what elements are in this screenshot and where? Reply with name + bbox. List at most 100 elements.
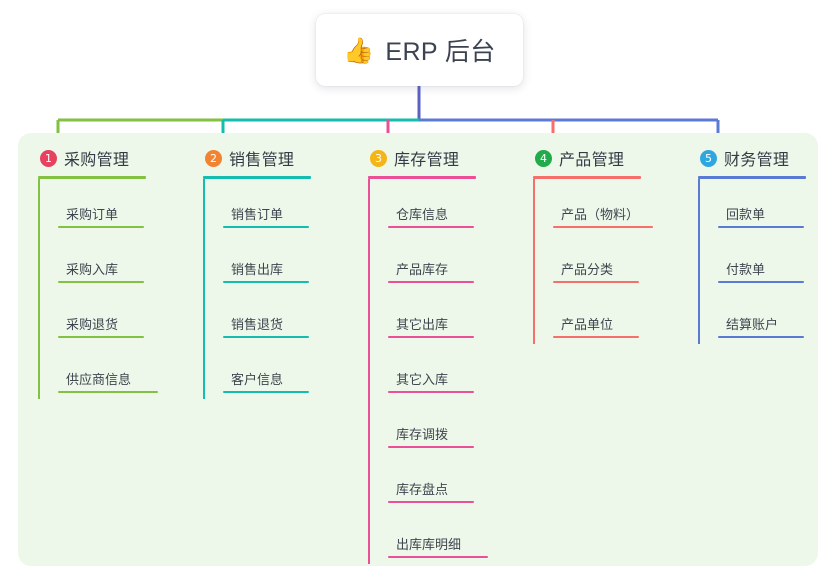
leaf-item-label: 采购退货 — [66, 317, 119, 332]
leaf-item-underline — [718, 281, 804, 283]
leaf-item-underline — [223, 336, 309, 338]
leaf-item[interactable]: 结算账户 — [718, 289, 839, 344]
branch-title: 库存管理 — [394, 152, 460, 169]
branch-underline — [698, 176, 806, 179]
leaf-item-underline — [223, 281, 309, 283]
leaf-item[interactable]: 库存调拨 — [388, 399, 533, 454]
leaf-item-underline — [553, 226, 653, 228]
leaf-item-label: 产品单位 — [561, 317, 614, 332]
leaf-item[interactable]: 产品库存 — [388, 234, 533, 289]
leaf-item[interactable]: 其它出库 — [388, 289, 533, 344]
branch-underline — [38, 176, 146, 179]
leaf-item-underline — [223, 391, 309, 393]
leaf-item-label: 采购入库 — [66, 262, 119, 277]
leaf-item-label: 库存盘点 — [396, 482, 449, 497]
leaf-item-underline — [388, 281, 474, 283]
branch-header-2[interactable]: 2 销售管理 — [203, 145, 368, 171]
branch-column-3: 3 库存管理 仓库信息产品库存其它出库其它入库库存调拨库存盘点出库库明细 — [368, 145, 533, 564]
branch-column-5: 5 财务管理 回款单付款单结算账户 — [698, 145, 839, 344]
leaf-item[interactable]: 销售出库 — [223, 234, 368, 289]
leaf-item-underline — [388, 501, 474, 503]
leaf-item-underline — [718, 336, 804, 338]
leaf-item-underline — [223, 226, 309, 228]
leaf-item[interactable]: 产品分类 — [553, 234, 698, 289]
branch-header-4[interactable]: 4 产品管理 — [533, 145, 698, 171]
leaf-item-label: 采购订单 — [66, 207, 119, 222]
branch-title: 财务管理 — [724, 152, 790, 169]
leaf-item[interactable]: 客户信息 — [223, 344, 368, 399]
leaf-item-underline — [58, 281, 144, 283]
leaf-item[interactable]: 销售订单 — [223, 179, 368, 234]
root-node-title: ERP 后台 — [385, 38, 496, 66]
leaf-item-label: 库存调拨 — [396, 427, 449, 442]
leaf-item-underline — [58, 336, 144, 338]
branch-panel-background — [18, 133, 818, 566]
leaf-item-label: 产品（物料） — [561, 207, 640, 222]
leaf-item-label: 产品库存 — [396, 262, 449, 277]
leaf-item[interactable]: 销售退货 — [223, 289, 368, 344]
branch-column-2: 2 销售管理 销售订单销售出库销售退货客户信息 — [203, 145, 368, 399]
branch-header-1[interactable]: 1 采购管理 — [38, 145, 203, 171]
leaf-item[interactable]: 采购入库 — [58, 234, 203, 289]
branch-header-3[interactable]: 3 库存管理 — [368, 145, 533, 171]
branch-title: 产品管理 — [559, 152, 625, 169]
leaf-item[interactable]: 仓库信息 — [388, 179, 533, 234]
leaf-item[interactable]: 产品（物料） — [553, 179, 698, 234]
leaf-item-label: 客户信息 — [231, 372, 284, 387]
branch-underline — [533, 176, 641, 179]
leaf-item-underline — [718, 226, 804, 228]
leaf-item-label: 产品分类 — [561, 262, 614, 277]
branch-title: 采购管理 — [64, 152, 130, 169]
branch-items-5: 回款单付款单结算账户 — [698, 179, 839, 344]
branch-items-1: 采购订单采购入库采购退货供应商信息 — [38, 179, 203, 399]
leaf-item[interactable]: 采购退货 — [58, 289, 203, 344]
branch-number-badge: 1 — [40, 149, 57, 167]
branch-spine — [533, 179, 535, 344]
root-node-card[interactable]: 👍 ERP 后台 — [316, 14, 523, 86]
branch-underline — [203, 176, 311, 179]
leaf-item-label: 销售订单 — [231, 207, 284, 222]
leaf-item-underline — [388, 226, 474, 228]
leaf-item-label: 销售退货 — [231, 317, 284, 332]
branch-underline — [368, 176, 476, 179]
leaf-item-underline — [553, 336, 639, 338]
leaf-item[interactable]: 采购订单 — [58, 179, 203, 234]
leaf-item-label: 付款单 — [726, 262, 766, 277]
leaf-item-label: 销售出库 — [231, 262, 284, 277]
leaf-item-underline — [553, 281, 639, 283]
leaf-item-label: 其它出库 — [396, 317, 449, 332]
leaf-item-label: 出库库明细 — [396, 537, 462, 552]
leaf-item[interactable]: 出库库明细 — [388, 509, 533, 564]
branch-number-badge: 5 — [700, 149, 717, 167]
branch-spine — [368, 179, 370, 564]
leaf-item[interactable]: 付款单 — [718, 234, 839, 289]
branch-spine — [38, 179, 40, 399]
leaf-item-underline — [388, 446, 474, 448]
leaf-item[interactable]: 库存盘点 — [388, 454, 533, 509]
leaf-item-label: 其它入库 — [396, 372, 449, 387]
leaf-item-label: 仓库信息 — [396, 207, 449, 222]
branch-spine — [698, 179, 700, 344]
branch-number-badge: 4 — [535, 149, 552, 167]
leaf-item-underline — [388, 391, 474, 393]
thumbs-up-icon: 👍 — [343, 35, 375, 65]
leaf-item-underline — [58, 226, 144, 228]
leaf-item-label: 结算账户 — [726, 317, 779, 332]
branch-items-2: 销售订单销售出库销售退货客户信息 — [203, 179, 368, 399]
leaf-item[interactable]: 供应商信息 — [58, 344, 203, 399]
branch-items-4: 产品（物料） 产品分类产品单位 — [533, 179, 698, 344]
branch-number-badge: 2 — [205, 149, 222, 167]
leaf-item-underline — [58, 391, 158, 393]
branch-title: 销售管理 — [229, 152, 295, 169]
branch-column-4: 4 产品管理 产品（物料） 产品分类产品单位 — [533, 145, 698, 344]
branch-number-badge: 3 — [370, 149, 387, 167]
leaf-item-underline — [388, 556, 488, 558]
leaf-item-label: 回款单 — [726, 207, 766, 222]
leaf-item-label: 供应商信息 — [66, 372, 132, 387]
leaf-item[interactable]: 回款单 — [718, 179, 839, 234]
leaf-item[interactable]: 产品单位 — [553, 289, 698, 344]
leaf-item-underline — [388, 336, 474, 338]
branch-header-5[interactable]: 5 财务管理 — [698, 145, 839, 171]
leaf-item[interactable]: 其它入库 — [388, 344, 533, 399]
